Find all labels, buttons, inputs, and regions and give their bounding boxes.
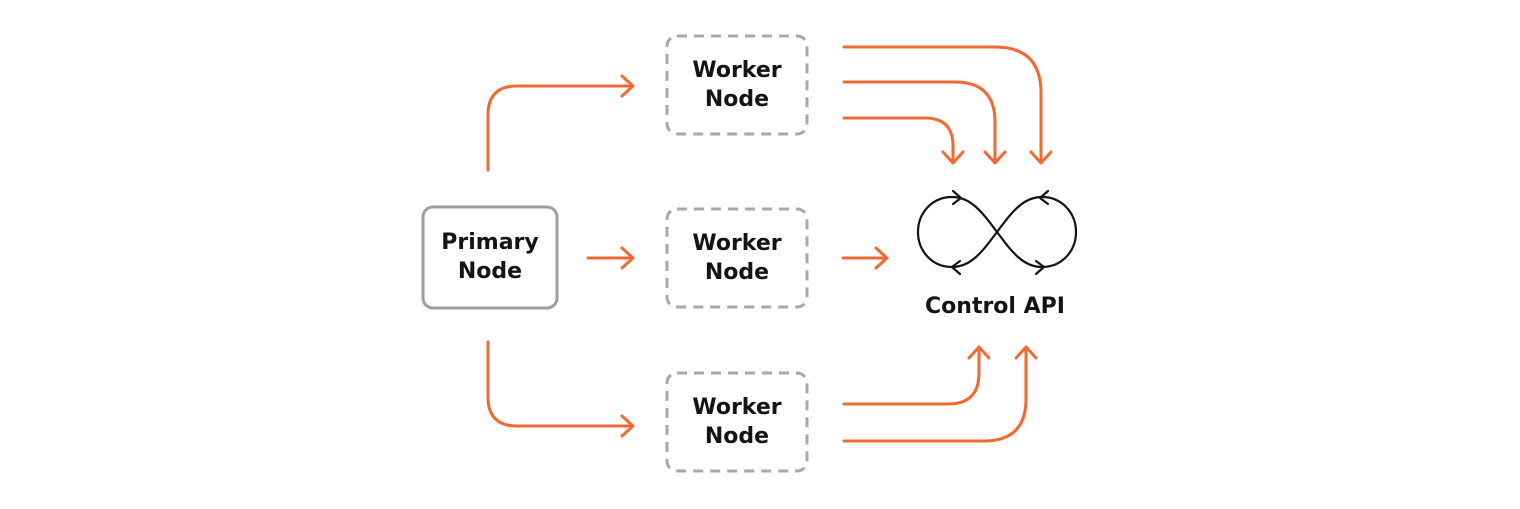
arrow-worker-top-to-api-outer xyxy=(842,45,1043,164)
worker-node-top: Worker Node xyxy=(665,34,809,136)
primary-node-label-line2: Node xyxy=(458,259,522,284)
infinity-arrowhead-top-right xyxy=(1038,189,1050,206)
arrow-primary-to-worker-middle-head xyxy=(620,246,635,270)
worker-node-middle-label-line1: Worker xyxy=(692,231,781,256)
worker-node-bottom-label-line1: Worker xyxy=(692,395,781,420)
control-api-label: Control API xyxy=(925,294,1065,319)
arrow-worker-top-to-api-inner-head xyxy=(941,150,965,165)
arrow-worker-bottom-to-api-outer-head xyxy=(1014,345,1038,360)
infinity-arrowhead-bottom-left xyxy=(950,259,962,276)
worker-node-bottom-label-line2: Node xyxy=(705,424,769,449)
worker-node-middle-box xyxy=(665,207,809,309)
primary-to-workers-arrows xyxy=(486,74,635,438)
arrow-worker-top-to-api-middle xyxy=(842,80,997,164)
worker-node-middle: Worker Node xyxy=(665,207,809,309)
worker-node-middle-label-line2: Node xyxy=(705,260,769,285)
infinity-loop-icon xyxy=(916,189,1078,276)
worker-node-top-box xyxy=(665,34,809,136)
arrow-worker-bottom-to-api-inner xyxy=(842,346,981,406)
arrow-worker-top-to-api-inner xyxy=(842,116,955,164)
arrow-primary-to-worker-bottom-head xyxy=(620,414,635,438)
worker-node-bottom: Worker Node xyxy=(665,371,809,473)
workers-to-api-arrows xyxy=(841,45,1053,443)
primary-node-box xyxy=(421,205,559,310)
worker-node-bottom-box xyxy=(665,371,809,473)
arrow-worker-bottom-to-api-outer xyxy=(842,346,1028,443)
infinity-loop-path xyxy=(916,195,1078,269)
infinity-arrowhead-bottom-right xyxy=(1034,259,1046,276)
arrow-worker-top-to-api-outer-head xyxy=(1029,150,1053,165)
primary-node: Primary Node xyxy=(421,205,559,310)
infinity-arrowhead-top-left xyxy=(951,189,963,206)
arrow-worker-top-to-api-middle-head xyxy=(983,150,1007,165)
worker-node-top-label-line2: Node xyxy=(705,87,769,112)
arrow-primary-to-worker-top xyxy=(486,84,634,172)
primary-node-label-line1: Primary xyxy=(441,230,538,255)
arrow-worker-middle-to-api-head xyxy=(874,246,889,270)
worker-node-top-label-line1: Worker xyxy=(692,58,781,83)
arrow-primary-to-worker-top-head xyxy=(620,74,635,98)
arrow-worker-bottom-to-api-inner-head xyxy=(967,345,991,360)
arrow-primary-to-worker-bottom xyxy=(486,340,634,428)
